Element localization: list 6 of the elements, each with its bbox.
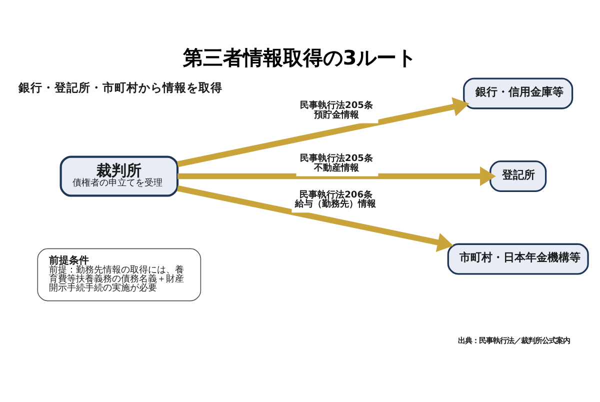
edge-label: 民事執行法205条預貯金情報 (300, 100, 373, 120)
edge-label: 民事執行法206条給与（勤務先）情報 (295, 190, 376, 210)
label: 出典：民事執行法／裁判所公式案内 (458, 335, 570, 344)
label: 銀行・登記所・市町村から情報を取得 (18, 80, 223, 94)
edge-label: 民事執行法205条不動産情報 (300, 154, 373, 173)
diagram-title: 第三者情報取得の3ルート (182, 46, 417, 70)
